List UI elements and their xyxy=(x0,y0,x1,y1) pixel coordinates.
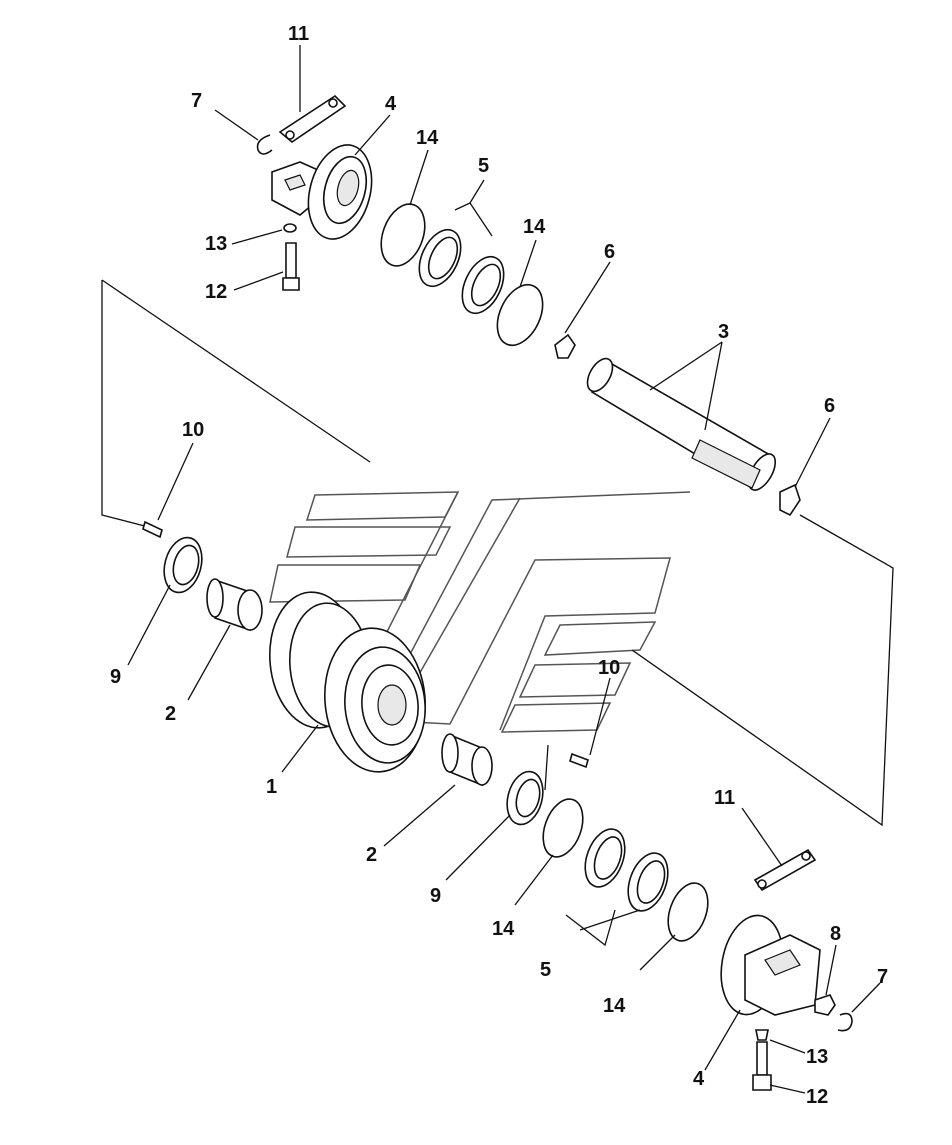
callout-2-right: 2 xyxy=(366,844,377,866)
part-14-o-ring-top-1 xyxy=(380,203,426,267)
callout-14-top-2: 14 xyxy=(523,216,546,238)
part-6-plug-right xyxy=(779,483,801,517)
part-13-washer-top xyxy=(283,223,297,233)
callout-11-bottom: 11 xyxy=(714,787,735,809)
callout-14-top-1: 14 xyxy=(416,127,439,149)
callout-14-bottom-1: 14 xyxy=(492,918,515,940)
part-11-lock-plate-bottom xyxy=(753,848,817,892)
callout-3: 3 xyxy=(718,321,729,343)
callout-12-top: 12 xyxy=(205,281,227,303)
part-7-clip-bottom xyxy=(837,1012,853,1032)
leader-lines xyxy=(127,45,881,1094)
part-5-seal-bottom xyxy=(584,828,669,912)
callout-12-bottom: 12 xyxy=(806,1086,828,1108)
part-9-thrust-ring-right xyxy=(506,770,544,826)
callout-10-left: 10 xyxy=(182,419,204,441)
callout-4-top: 4 xyxy=(385,93,397,115)
callout-6-right: 6 xyxy=(824,395,835,417)
part-10-pin-right xyxy=(569,752,589,769)
part-6-plug-top xyxy=(554,333,576,359)
callout-2-left: 2 xyxy=(165,703,176,725)
callout-4-bottom: 4 xyxy=(693,1068,705,1090)
callout-14-bottom-2: 14 xyxy=(603,995,626,1017)
part-3-shaft xyxy=(586,357,777,492)
callout-5-bottom: 5 xyxy=(540,959,551,981)
part-11-lock-plate-top xyxy=(278,94,347,144)
callout-8: 8 xyxy=(830,923,841,945)
part-4-collar-top xyxy=(271,144,373,240)
part-14-o-ring-bottom-1 xyxy=(542,798,584,858)
callout-11-top: 11 xyxy=(288,23,309,45)
part-1-track-roller xyxy=(268,591,427,773)
part-14-o-ring-bottom-2 xyxy=(667,882,709,942)
callout-9-right: 9 xyxy=(430,885,441,907)
watermark-logo xyxy=(269,491,691,733)
callout-1: 1 xyxy=(266,776,277,798)
callout-13-top: 13 xyxy=(205,233,227,255)
part-13-washer-bottom xyxy=(755,1029,769,1041)
part-14-o-ring-top-2 xyxy=(496,283,544,347)
callout-13-bottom: 13 xyxy=(806,1046,828,1068)
callout-7-top: 7 xyxy=(191,90,202,112)
callout-6-top: 6 xyxy=(604,241,615,263)
part-4-collar-bottom xyxy=(720,914,821,1016)
part-9-thrust-ring-left xyxy=(163,536,203,594)
assembly-outline xyxy=(101,279,894,827)
callout-labels: 11 7 4 14 5 14 6 13 12 3 6 10 9 2 1 10 2… xyxy=(110,23,888,1108)
part-12-bolt-bottom xyxy=(752,1041,772,1091)
part-7-clip-top xyxy=(256,134,273,155)
part-2-bushing-right xyxy=(441,733,493,787)
callout-10-right: 10 xyxy=(598,657,620,679)
part-12-bolt-top xyxy=(282,242,300,291)
callout-9-left: 9 xyxy=(110,666,121,688)
callout-7-bottom: 7 xyxy=(877,966,888,988)
part-8-plug xyxy=(814,994,836,1016)
part-10-pin-left xyxy=(142,520,163,539)
callout-5-top: 5 xyxy=(478,155,489,177)
part-2-bushing-left xyxy=(206,578,263,632)
part-5-seal-top xyxy=(418,228,505,315)
